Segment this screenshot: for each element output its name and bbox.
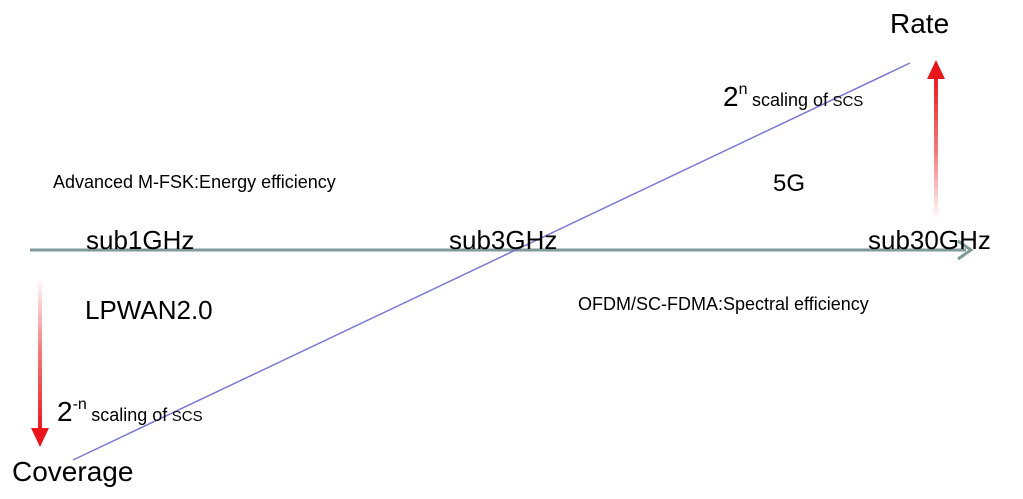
scaling-down-label: 2-n scaling of SCS: [57, 396, 203, 427]
scaling-up-text: scaling of: [751, 90, 828, 110]
coverage-arrowhead: [31, 428, 49, 447]
coverage-rate-diagonal-line: [72, 62, 911, 461]
rate-arrow-shaft: [934, 72, 938, 220]
coverage-arrow-shaft: [38, 278, 42, 434]
coverage-label: Coverage: [12, 456, 134, 487]
sub1ghz-label: sub1GHz: [86, 225, 195, 255]
scaling-up-base: 2: [723, 81, 739, 112]
lpwan-label: LPWAN2.0: [85, 295, 213, 325]
scaling-down-text: scaling of: [91, 405, 168, 425]
sub30ghz-label: sub30GHz: [868, 225, 991, 255]
scaling-up-exponent: n: [738, 81, 748, 98]
scaling-up-scs: SCS: [832, 93, 864, 110]
sub3ghz-label: sub3GHz: [449, 225, 558, 255]
rate-label: Rate: [890, 8, 950, 39]
scaling-down-exponent: -n: [72, 396, 87, 413]
ofdm-label: OFDM/SC-FDMA:Spectral efficiency: [578, 294, 869, 314]
scaling-down-base: 2: [57, 396, 73, 427]
scaling-up-label: 2n scaling of SCS: [723, 81, 864, 112]
rate-arrowhead: [927, 60, 945, 79]
scaling-down-scs: SCS: [171, 408, 203, 425]
five-g-label: 5G: [773, 170, 806, 197]
frequency-axis-arrowhead: [957, 239, 974, 261]
advanced-mfsk-label: Advanced M-FSK:Energy efficiency: [53, 172, 336, 192]
